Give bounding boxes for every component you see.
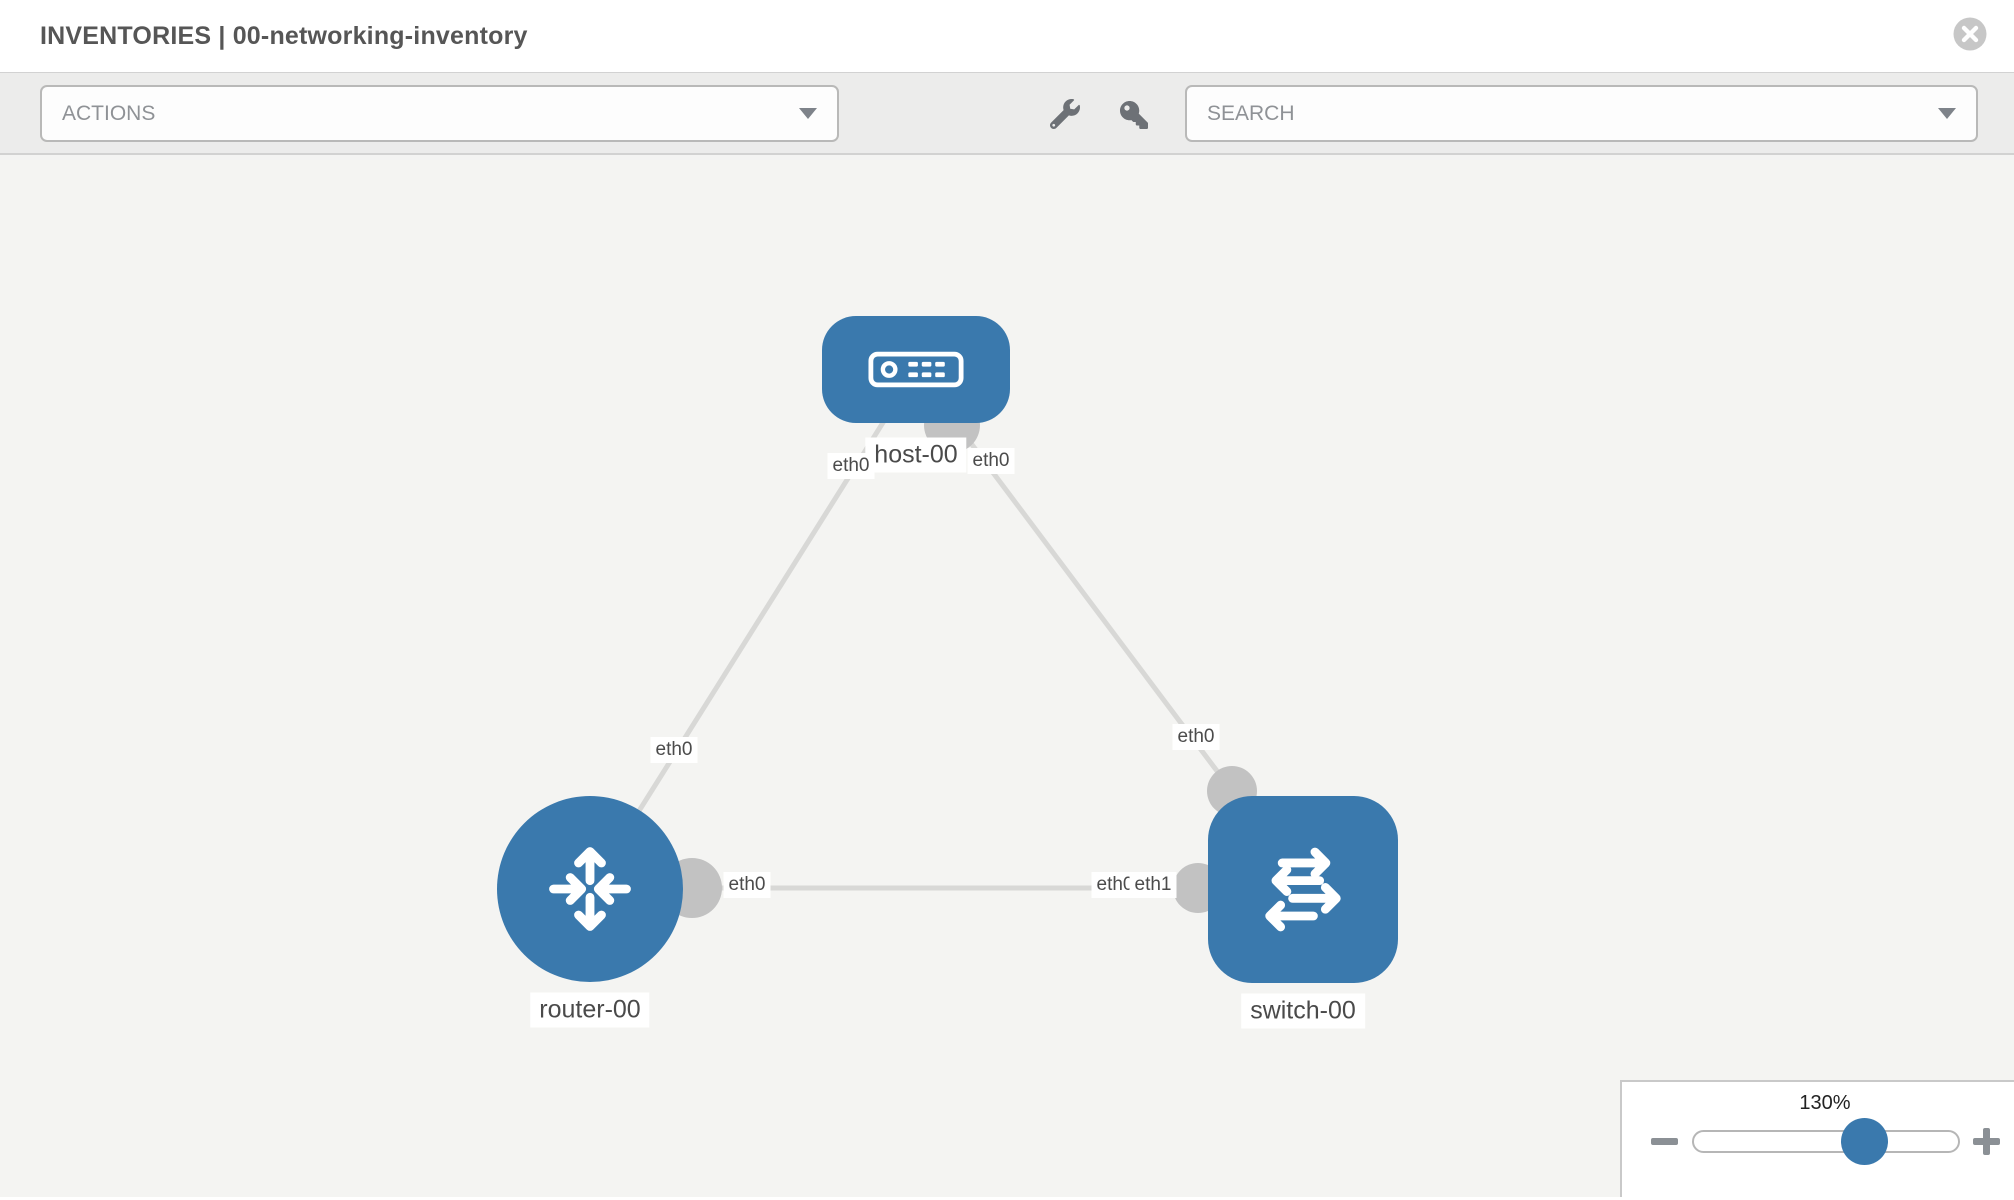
close-icon — [1953, 17, 1987, 51]
wrench-icon — [1049, 99, 1080, 130]
interface-label-host-to-router: eth0 — [827, 453, 875, 479]
zoom-level: 130% — [1799, 1092, 1851, 1114]
toolbar: ACTIONS SEARCH — [0, 73, 2014, 155]
chevron-down-icon — [1938, 108, 1956, 119]
interface-label-switch-to-router: eth1 — [1129, 872, 1177, 898]
zoom-slider-thumb[interactable] — [1841, 1118, 1888, 1165]
key-icon — [1120, 101, 1148, 129]
zoom-out-button[interactable] — [1651, 1138, 1678, 1145]
zoom-slider[interactable] — [1692, 1118, 1960, 1165]
page-title: INVENTORIES | 00-networking-inventory — [40, 22, 528, 50]
topology-canvas[interactable]: host-00 router-00 switch-00 eth0 eth0 et… — [0, 155, 2014, 1197]
node-label-host: host-00 — [865, 437, 967, 473]
topology-edges — [587, 368, 1257, 918]
search-dropdown[interactable]: SEARCH — [1185, 85, 1978, 142]
node-switch-00[interactable] — [1208, 796, 1398, 983]
host-icon — [868, 351, 964, 388]
search-placeholder: SEARCH — [1207, 101, 1295, 125]
chevron-down-icon — [799, 108, 817, 119]
configure-button[interactable] — [1049, 99, 1080, 130]
interface-label-switch-to-host: eth0 — [1172, 724, 1220, 750]
inventory-header: INVENTORIES | 00-networking-inventory — [0, 0, 2014, 73]
interface-label-router-to-switch: eth0 — [723, 872, 771, 898]
switch-icon — [1265, 847, 1341, 931]
close-button[interactable] — [1953, 17, 1987, 51]
zoom-in-button[interactable] — [1973, 1128, 2000, 1155]
credentials-button[interactable] — [1120, 101, 1148, 129]
node-label-switch: switch-00 — [1241, 993, 1365, 1029]
node-host-00[interactable] — [822, 316, 1010, 423]
interface-label-router-to-host: eth0 — [650, 737, 698, 763]
router-icon — [549, 847, 631, 931]
node-router-00[interactable] — [497, 796, 683, 982]
interface-label-host-to-switch: eth0 — [967, 448, 1015, 474]
actions-dropdown[interactable]: ACTIONS — [40, 85, 839, 142]
actions-dropdown-label: ACTIONS — [62, 101, 156, 125]
zoom-panel: 130% — [1620, 1080, 2014, 1197]
node-label-router: router-00 — [530, 992, 650, 1028]
